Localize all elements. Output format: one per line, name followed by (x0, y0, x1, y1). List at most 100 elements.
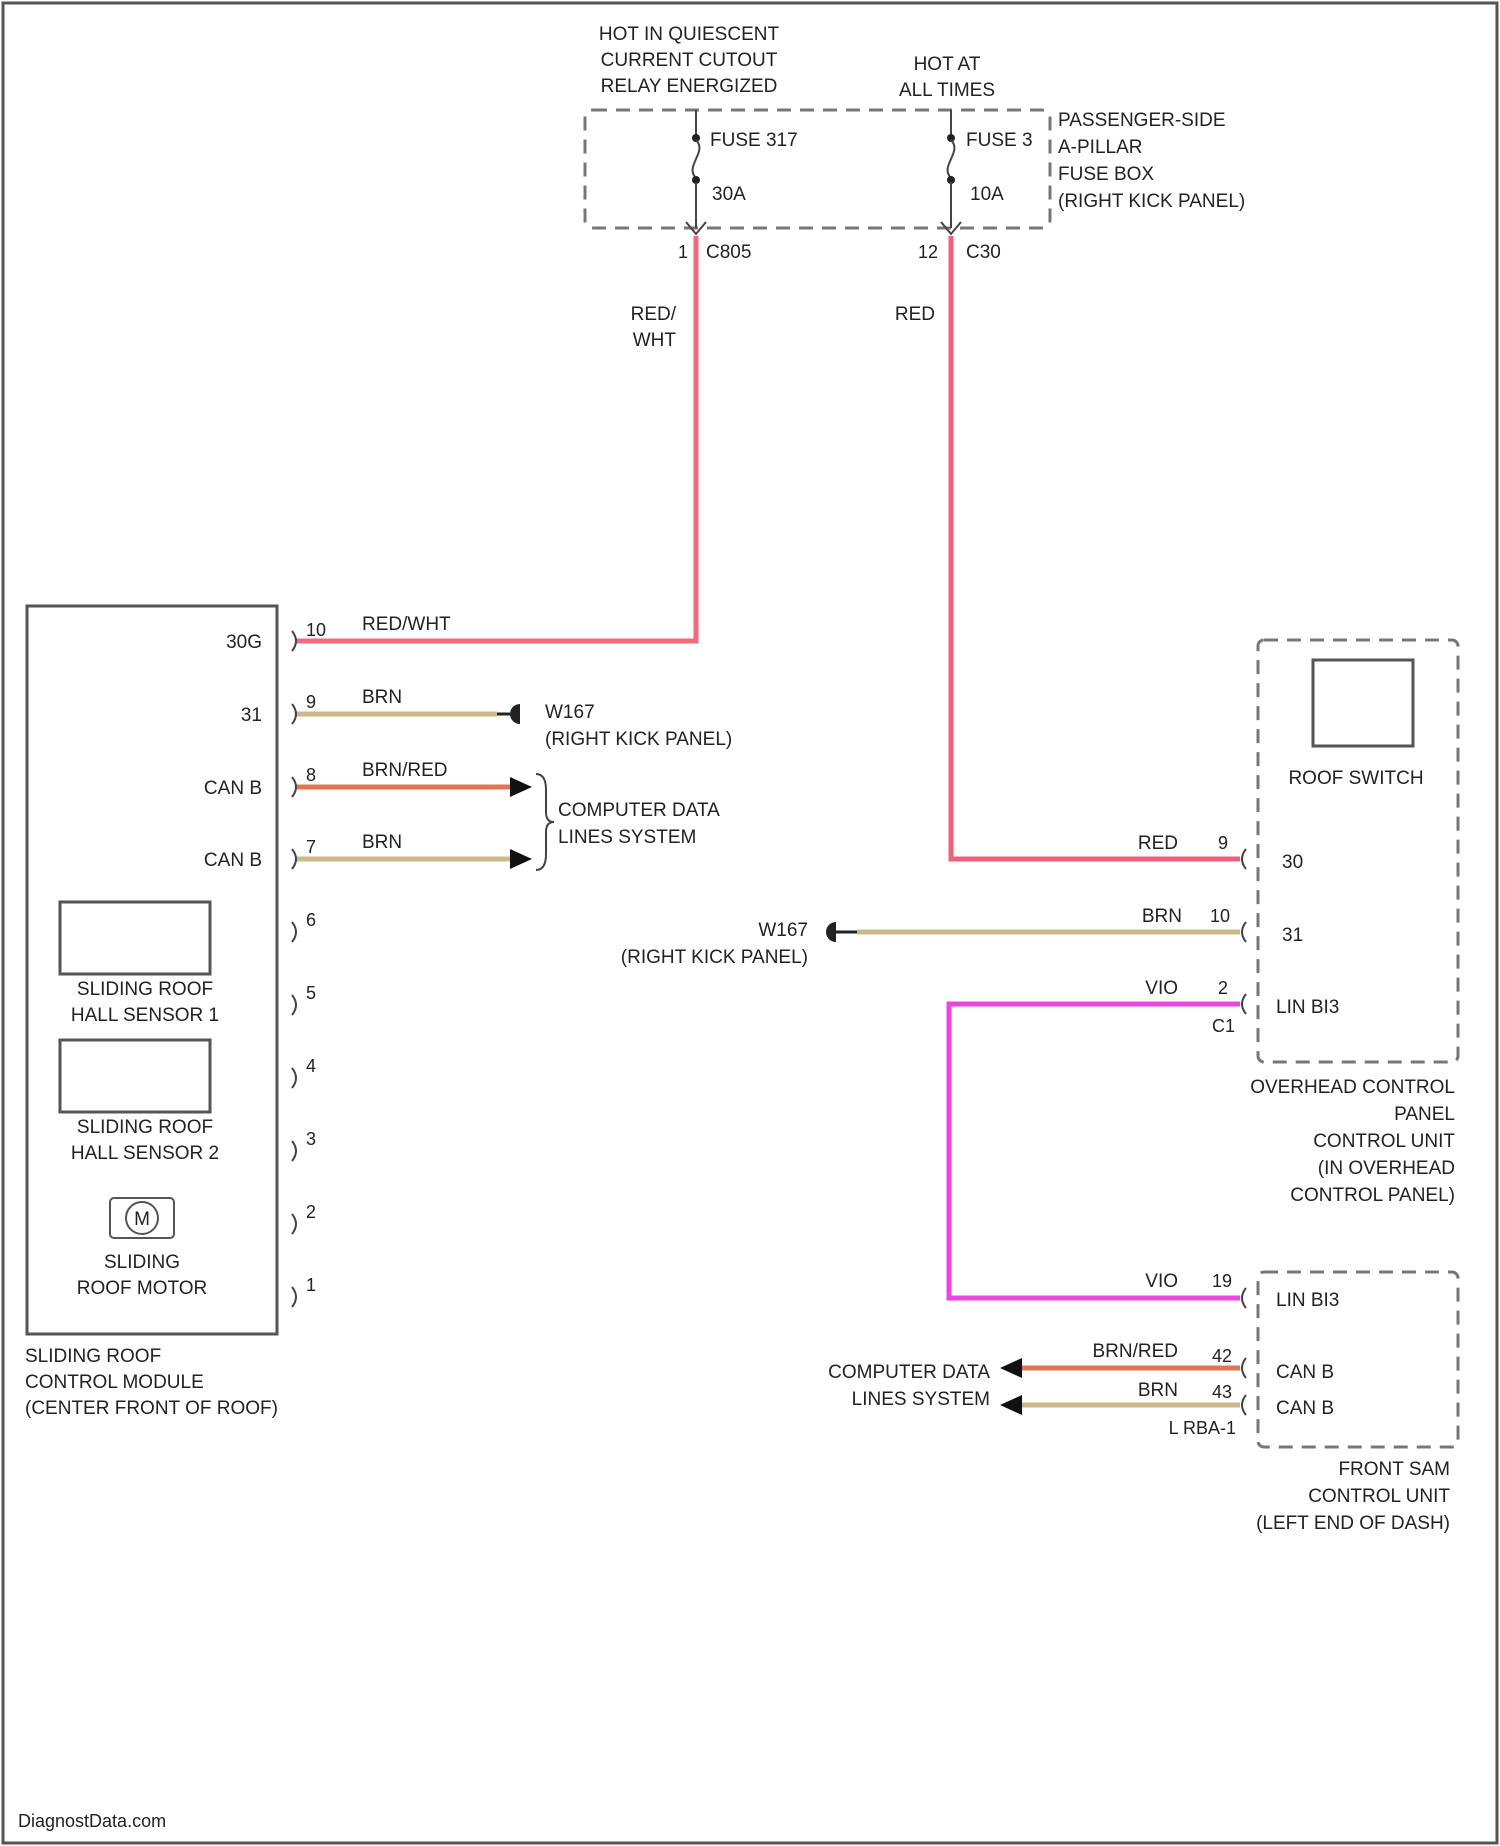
hall-sensor-1-line1: SLIDING ROOF (77, 979, 213, 1000)
data-lines-brace-left (536, 774, 554, 870)
fuse2-header-line2: ALL TIMES (899, 80, 995, 101)
wire-color-red-wht: RED/WHT (362, 614, 451, 635)
hall-sensor-2-line1: SLIDING ROOF (77, 1117, 213, 1138)
fuse2-header-line1: HOT AT (914, 54, 981, 75)
motor-symbol: M (134, 1209, 150, 1230)
wire-color-brn-31: BRN (362, 687, 402, 708)
overhead-wire-vio: VIO (1145, 978, 1178, 999)
fuse1-amperage: 30A (712, 184, 746, 205)
fuse-3 (947, 110, 955, 228)
wire-red-wht-30g (296, 236, 696, 641)
ground-symbol-overhead (826, 922, 836, 942)
module-pin-10: 10 (306, 620, 326, 640)
module-pin-1: 1 (306, 1275, 316, 1295)
module-connector-pins (292, 631, 296, 1307)
c805-pin: 1 (678, 242, 688, 262)
fuse-box-section: HOT IN QUIESCENT CURRENT CUTOUT RELAY EN… (585, 24, 1245, 263)
sam-name-line1: FRONT SAM (1338, 1459, 1450, 1480)
sliding-roof-control-module: 30G 31 CAN B CAN B 10 9 8 7 6 5 4 3 2 1 … (25, 606, 451, 1419)
module-pin-label-30g: 30G (226, 632, 262, 653)
c30-pin: 12 (918, 242, 938, 262)
overhead-name-line2: PANEL (1394, 1104, 1455, 1125)
fuse-box-label-line3: FUSE BOX (1058, 164, 1154, 185)
overhead-pin-10: 10 (1210, 906, 1230, 926)
fuse1-name: FUSE 317 (710, 130, 798, 151)
data-lines-right-line1: COMPUTER DATA (828, 1362, 990, 1383)
ground-w167-overhead (826, 922, 857, 942)
watermark: DiagnostData.com (18, 1811, 166, 1831)
wire-color-brn-red: BRN/RED (362, 760, 448, 781)
module-pin-label-can-b-high: CAN B (204, 778, 262, 799)
module-pin-8: 8 (306, 765, 316, 785)
sam-wire-brn: BRN (1138, 1380, 1178, 1401)
overhead-name-line3: CONTROL UNIT (1313, 1131, 1455, 1152)
sam-pin-42: 42 (1212, 1346, 1232, 1366)
ground-left-label-line1: W167 (545, 702, 595, 723)
overhead-pin-label-lin: LIN BI3 (1276, 997, 1339, 1018)
overhead-name-line5: CONTROL PANEL) (1290, 1185, 1455, 1206)
ground-overhead-label-line2: (RIGHT KICK PANEL) (621, 947, 808, 968)
fuse-box-outline (585, 110, 1050, 228)
fuse2-name: FUSE 3 (966, 130, 1033, 151)
hall-sensor-1-icon (60, 902, 210, 974)
wire2-color: RED (895, 304, 935, 325)
wire-vio-lin (949, 1004, 1240, 1298)
module-pin-6: 6 (306, 910, 316, 930)
module-pin-3: 3 (306, 1129, 316, 1149)
module-pin-4: 4 (306, 1056, 316, 1076)
hall-sensor-1-line2: HALL SENSOR 1 (71, 1005, 219, 1026)
module-pin-2: 2 (306, 1202, 316, 1222)
motor-icon: M (110, 1198, 174, 1238)
c30-name: C30 (966, 242, 1001, 263)
motor-label-line1: SLIDING (104, 1252, 180, 1273)
overhead-name-line1: OVERHEAD CONTROL (1250, 1077, 1455, 1098)
overhead-name-line4: (IN OVERHEAD (1318, 1158, 1455, 1179)
roof-switch-label: ROOF SWITCH (1288, 768, 1423, 789)
sam-pin-label-lin: LIN BI3 (1276, 1290, 1339, 1311)
data-lines-left-line1: COMPUTER DATA (558, 800, 720, 821)
fuse-317 (692, 110, 700, 228)
overhead-pin-2: 2 (1218, 978, 1228, 998)
sam-pin-43: 43 (1212, 1382, 1232, 1402)
wire-red-kl30 (951, 236, 1240, 859)
module-pin-5: 5 (306, 983, 316, 1003)
overhead-control-panel: ROOF SWITCH RED 9 30 BRN 10 31 VIO 2 LIN… (1138, 640, 1458, 1206)
wire1-color-line1: RED/ (631, 304, 677, 325)
ground-symbol-left (510, 704, 520, 724)
module-pin-9: 9 (306, 692, 316, 712)
wires (296, 236, 1240, 1405)
wire-color-brn-canb: BRN (362, 832, 402, 853)
arrow-can-b-high-sam (1000, 1358, 1022, 1378)
fuse-box-label-line4: (RIGHT KICK PANEL) (1058, 191, 1245, 212)
sam-wire-vio: VIO (1145, 1271, 1178, 1292)
wire1-color-line2: WHT (633, 330, 677, 351)
fuse-box-label-line1: PASSENGER-SIDE (1058, 110, 1226, 131)
overhead-pin-label-31: 31 (1282, 925, 1303, 946)
ground-left-label-line2: (RIGHT KICK PANEL) (545, 729, 732, 750)
arrow-can-b-low-left (510, 849, 532, 869)
data-lines-left-line2: LINES SYSTEM (558, 827, 696, 848)
fuse1-header-line3: RELAY ENERGIZED (601, 76, 778, 97)
overhead-connector-c1: C1 (1212, 1016, 1235, 1036)
arrow-can-b-high-left (510, 777, 532, 797)
fuse-box-label-line2: A-PILLAR (1058, 137, 1142, 158)
module-pin-7: 7 (306, 837, 316, 857)
sam-name-line3: (LEFT END OF DASH) (1256, 1513, 1450, 1534)
module-name-line2: CONTROL MODULE (25, 1372, 204, 1393)
sam-pin-label-can-b-high: CAN B (1276, 1362, 1334, 1383)
sam-name-line2: CONTROL UNIT (1308, 1486, 1450, 1507)
overhead-wire-red: RED (1138, 833, 1178, 854)
roof-switch-icon (1313, 660, 1413, 746)
arrow-can-b-low-sam (1000, 1395, 1022, 1415)
hall-sensor-2-line2: HALL SENSOR 2 (71, 1143, 219, 1164)
module-pin-label-31: 31 (241, 705, 262, 726)
overhead-pin-9: 9 (1218, 833, 1228, 853)
fuse2-amperage: 10A (970, 184, 1004, 205)
module-pin-label-can-b-low: CAN B (204, 850, 262, 871)
sam-pin-label-can-b-low: CAN B (1276, 1398, 1334, 1419)
diagram-frame (3, 3, 1497, 1843)
fuse1-header-line1: HOT IN QUIESCENT (599, 24, 780, 45)
fuse1-header-line2: CURRENT CUTOUT (601, 50, 778, 71)
data-lines-right-line2: LINES SYSTEM (852, 1389, 990, 1410)
